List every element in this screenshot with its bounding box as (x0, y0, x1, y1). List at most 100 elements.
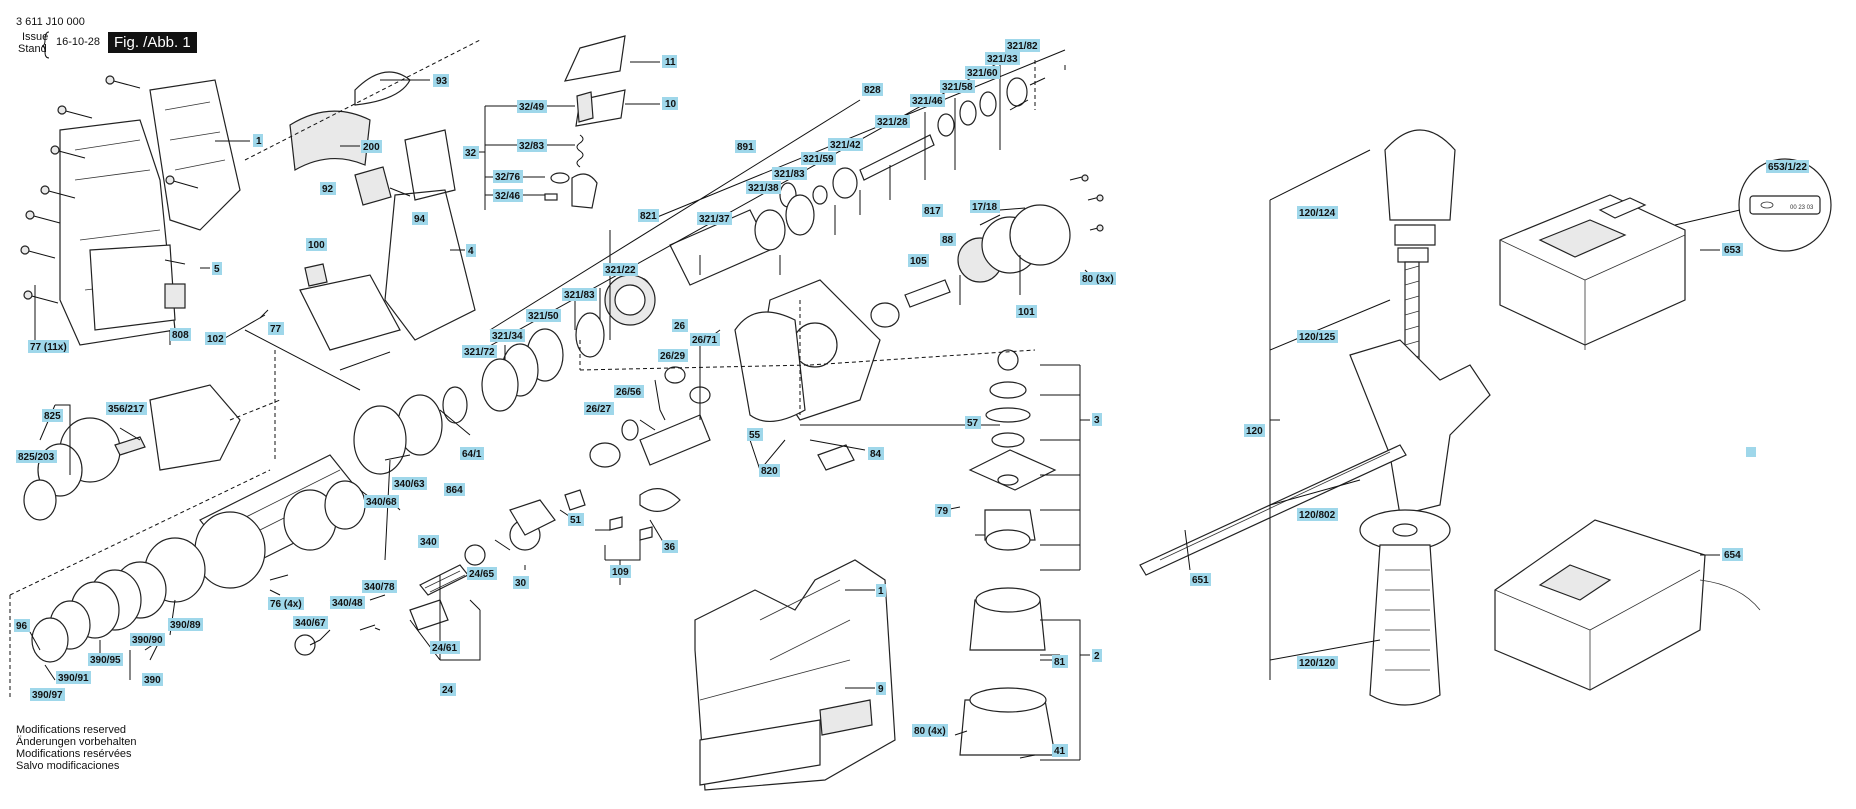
note-line: Salvo modificaciones (16, 760, 120, 772)
part-label: 321/83 (774, 169, 805, 180)
part-label: 30 (515, 578, 527, 589)
screws-left (20, 75, 199, 304)
part-label: 84 (870, 449, 882, 460)
part-label: 32/76 (495, 172, 520, 183)
modification-notes: Modifications reserved Änderungen vorbeh… (16, 724, 136, 772)
left-housing-drawing (59, 79, 241, 346)
part-label: 81 (1054, 657, 1066, 668)
motor-drawing (944, 349, 1060, 759)
part-label: 825 (44, 411, 61, 422)
part-label: 26/27 (586, 404, 611, 415)
part-label: 651 (1192, 575, 1209, 586)
battery-label-callout: 00 23 03 (1674, 158, 1832, 252)
label-808-drawing (164, 283, 186, 309)
part-label: 11 (665, 57, 676, 68)
part-label: 390/95 (90, 655, 121, 666)
charger-drawing (1494, 519, 1761, 691)
part-label: 390/91 (58, 673, 89, 684)
battery-drawing (1499, 194, 1686, 350)
part-label: 828 (864, 85, 881, 96)
part-label: 32/46 (495, 191, 520, 202)
piston-drawing (589, 366, 711, 468)
part-label: 77 (270, 324, 282, 335)
note-line: Änderungen vorbehalten (16, 736, 137, 748)
part-label: 10 (665, 99, 677, 110)
part-label: 32/49 (519, 102, 544, 113)
part-label: 2 (1094, 651, 1100, 662)
part-92-drawing (354, 166, 392, 206)
part-label: 1 (256, 136, 262, 147)
part-label: 80 (4x) (914, 726, 946, 737)
part-label: 321/34 (492, 331, 523, 342)
part-label: 17/18 (972, 202, 997, 213)
part-label: 891 (737, 142, 754, 153)
label-11-drawing (563, 35, 626, 82)
part-label: 105 (910, 256, 927, 267)
part-label: 390/97 (32, 690, 63, 701)
grip-200-drawing (289, 110, 371, 171)
part-label: 321/59 (803, 154, 834, 165)
battery-label-code: 00 23 03 (1790, 205, 1814, 211)
part-label: 808 (172, 330, 189, 341)
part-label: 821 (640, 211, 657, 222)
figure-title: Fig. /Abb. 1 (108, 32, 197, 53)
part-label: 340/68 (366, 497, 397, 508)
aux-handle-drawing (1349, 129, 1491, 706)
part-label: 817 (924, 206, 941, 217)
part-label: 390 (144, 675, 161, 686)
switch-93-drawing (354, 71, 411, 106)
part-label: 340/63 (394, 479, 425, 490)
note-line: Modifications reserved (16, 724, 127, 736)
part-label: 92 (322, 184, 334, 195)
part-label: 100 (308, 240, 325, 251)
part-label: 36 (664, 542, 676, 553)
part-label: 820 (761, 466, 778, 477)
part-label: 96 (16, 621, 28, 632)
part-label: 5 (214, 264, 220, 275)
part-label: 654 (1724, 550, 1741, 561)
chuck-drawing (23, 384, 241, 521)
part-label: 26/56 (616, 387, 641, 398)
part-label: 57 (967, 418, 979, 429)
part-label: 64/1 (462, 449, 482, 460)
part-label: 120/120 (1299, 658, 1336, 669)
part-label: 653 (1724, 245, 1741, 256)
part-label: 321/28 (877, 117, 908, 128)
part-label: 1 (878, 586, 884, 597)
part-label: 109 (612, 567, 629, 578)
brush-32-49-drawing (576, 91, 594, 123)
marker-square (1746, 447, 1756, 457)
part-label: 32 (465, 148, 477, 159)
part-label: 3 (1094, 415, 1100, 426)
part-label: 321/72 (464, 347, 495, 358)
part-label: 340/67 (295, 618, 326, 629)
part-label: 9 (878, 684, 884, 695)
part-label: 80 (3x) (1082, 274, 1114, 285)
part-label: 24/61 (432, 643, 457, 654)
part-label: 321/82 (1007, 41, 1038, 52)
main-housing-drawing (694, 444, 896, 791)
stand-label: Stand (18, 43, 47, 55)
part-label: 120 (1246, 426, 1263, 437)
part-label: 321/50 (528, 311, 559, 322)
part-label: 88 (942, 235, 954, 246)
electronics-102-drawing (299, 274, 401, 351)
depth-rod-drawing (1139, 444, 1407, 576)
part-label: 120/125 (1299, 332, 1336, 343)
part-label: 321/58 (942, 82, 973, 93)
part-label: 76 (4x) (270, 599, 302, 610)
doc-number: 3 611 J10 000 (16, 16, 85, 28)
part-label: 94 (414, 214, 426, 225)
part-label: 4 (468, 246, 474, 257)
part-label: 101 (1018, 307, 1035, 318)
part-label: 321/42 (830, 140, 861, 151)
part-label: 321/37 (699, 214, 730, 225)
part-label: 26/29 (660, 351, 685, 362)
part-label: 120/124 (1299, 208, 1336, 219)
note-line: Modifications resérvées (16, 748, 132, 760)
part-label: 864 (446, 485, 463, 496)
part-label: 41 (1054, 746, 1066, 757)
part-label: 32/83 (519, 141, 544, 152)
part-label: 321/46 (912, 96, 943, 107)
